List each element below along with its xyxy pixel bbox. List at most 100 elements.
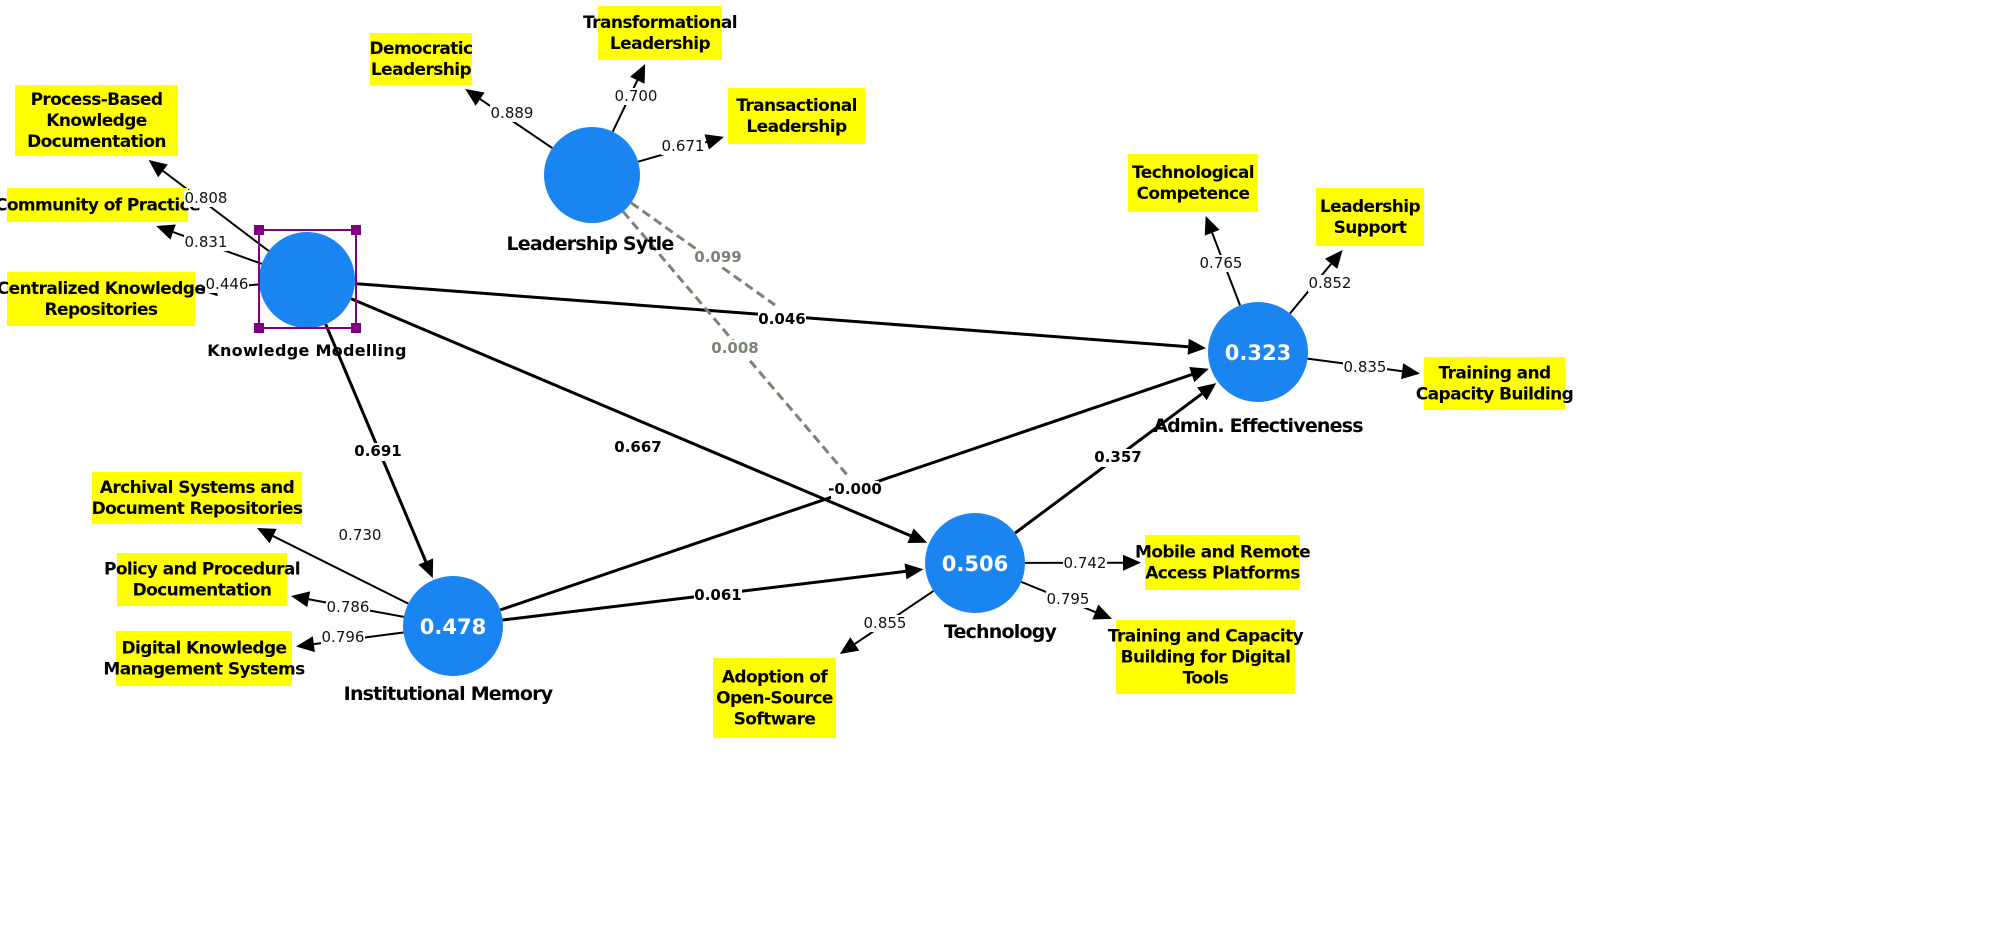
indicator-label: Access Platforms [1145, 564, 1300, 584]
indicator-label: Document Repositories [92, 499, 303, 519]
arrowhead-icon [296, 636, 315, 653]
path-coefficient: 0.691 [354, 442, 401, 460]
indicator-label: Training and Capacity [1108, 627, 1304, 647]
indicator-box-tcb[interactable] [1424, 357, 1565, 410]
arrowhead-icon [465, 89, 485, 106]
indicator-box-cop[interactable] [7, 188, 188, 222]
construct-node-ls[interactable] [544, 127, 640, 223]
path-coefficient: -0.000 [828, 480, 882, 498]
path-coefficient: 0.008 [711, 339, 758, 357]
indicator-box-dkm[interactable] [116, 631, 292, 686]
construct-node-km[interactable] [259, 232, 355, 328]
arrowhead-icon [1187, 338, 1207, 355]
indicator-label: Documentation [27, 132, 166, 152]
coef-label-bg [694, 587, 742, 605]
construct-label: Leadership Sytle [507, 233, 674, 255]
outer-loading: 0.795 [1047, 590, 1090, 608]
construct-node-ae[interactable] [1208, 302, 1308, 402]
loading-label-bg [490, 105, 534, 122]
arrowhead-icon [418, 558, 434, 579]
indicator-label: Leadership [1320, 197, 1421, 217]
construct-node-te[interactable] [925, 513, 1025, 613]
indicator-box-aos[interactable] [713, 658, 836, 738]
indicator-label: Adoption of [722, 668, 829, 688]
coef-label-bg [831, 481, 879, 499]
loading-path [162, 170, 270, 252]
indicator-label: Mobile and Remote [1135, 543, 1310, 563]
arrowhead-icon [704, 134, 724, 150]
arrowhead-icon [839, 637, 860, 654]
loading-label-bg [661, 138, 705, 155]
indicator-box-pbk[interactable] [15, 85, 178, 156]
indicator-label: Democratic [370, 39, 473, 59]
loading-label-bg [321, 629, 365, 646]
coef-label-bg [614, 439, 662, 457]
r-squared-value: 0.478 [420, 615, 486, 639]
outer-loading: 0.742 [1064, 554, 1107, 572]
outer-loading: 0.808 [185, 189, 228, 207]
indicator-box-dl[interactable] [370, 33, 472, 85]
loading-label-bg [184, 234, 228, 251]
indicator-box-tfl[interactable] [598, 6, 722, 60]
resize-handle[interactable] [254, 225, 264, 235]
arrowhead-icon [1204, 216, 1220, 236]
construct-label: Technology [944, 621, 1058, 643]
indicator-box-asd[interactable] [92, 472, 302, 524]
arrowhead-icon [1401, 363, 1420, 380]
indicator-label: Open-Source [716, 689, 833, 709]
coef-label-bg [1094, 449, 1142, 467]
arrowhead-icon [1189, 366, 1209, 383]
indicator-box-ppd[interactable] [117, 553, 287, 606]
loading-label-bg [338, 527, 382, 544]
indicator-box-tsl[interactable] [728, 88, 865, 144]
indicator-label: Management Systems [103, 660, 305, 680]
indicator-label: Process-Based [31, 90, 163, 110]
coef-label-bg [758, 311, 806, 329]
loading-label-bg [863, 615, 907, 632]
outer-loading: 0.889 [491, 104, 534, 122]
coef-label-bg [711, 340, 759, 358]
arrowhead-icon [148, 160, 168, 178]
indicator-box-ckr[interactable] [7, 272, 195, 326]
arrowhead-icon [904, 563, 924, 580]
indicator-label: Capacity Building [1416, 385, 1573, 405]
indicator-label: Community of Practice [0, 196, 200, 216]
indicator-label: Tools [1183, 669, 1229, 689]
indicator-box-mra[interactable] [1145, 535, 1300, 590]
outer-loading: 0.855 [864, 614, 907, 632]
loading-label-bg [1308, 275, 1352, 292]
r-squared-value: 0.506 [942, 552, 1008, 576]
indicator-box-tcd[interactable] [1116, 620, 1295, 694]
indicator-label: Digital Knowledge [122, 639, 287, 659]
path-coefficient: 0.667 [614, 438, 661, 456]
arrowhead-icon [907, 528, 928, 544]
indicator-box-lsu[interactable] [1316, 188, 1424, 246]
arrowhead-icon [1324, 250, 1343, 269]
r-squared-value: 0.323 [1225, 341, 1291, 365]
outer-loading: 0.700 [615, 87, 658, 105]
indicator-box-tc[interactable] [1128, 154, 1258, 212]
indicator-label: Leadership [610, 34, 711, 54]
indicator-label: Training and [1438, 364, 1550, 384]
outer-loading: 0.831 [185, 233, 228, 251]
arrowhead-icon [630, 64, 646, 84]
indicator-label: Support [1334, 218, 1407, 238]
loading-label-bg [1046, 591, 1090, 608]
outer-loading: 0.835 [1344, 358, 1387, 376]
indicator-label: Leadership [371, 60, 472, 80]
indicator-label: Repositories [45, 300, 158, 320]
resize-handle[interactable] [254, 323, 264, 333]
coef-label-bg [694, 249, 742, 267]
arrowhead-icon [156, 224, 176, 240]
construct-label: Institutional Memory [344, 683, 554, 705]
indicator-label: Centralized Knowledge [0, 279, 205, 299]
arrowhead-icon [291, 591, 311, 608]
arrowhead-icon [1122, 554, 1141, 571]
arrowhead-icon [257, 528, 277, 544]
construct-node-im[interactable] [403, 576, 503, 676]
selection-frame [258, 229, 357, 329]
resize-handle[interactable] [351, 225, 361, 235]
resize-handle[interactable] [351, 323, 361, 333]
arrowhead-icon [1197, 383, 1217, 401]
loading-label-bg [1063, 555, 1107, 572]
